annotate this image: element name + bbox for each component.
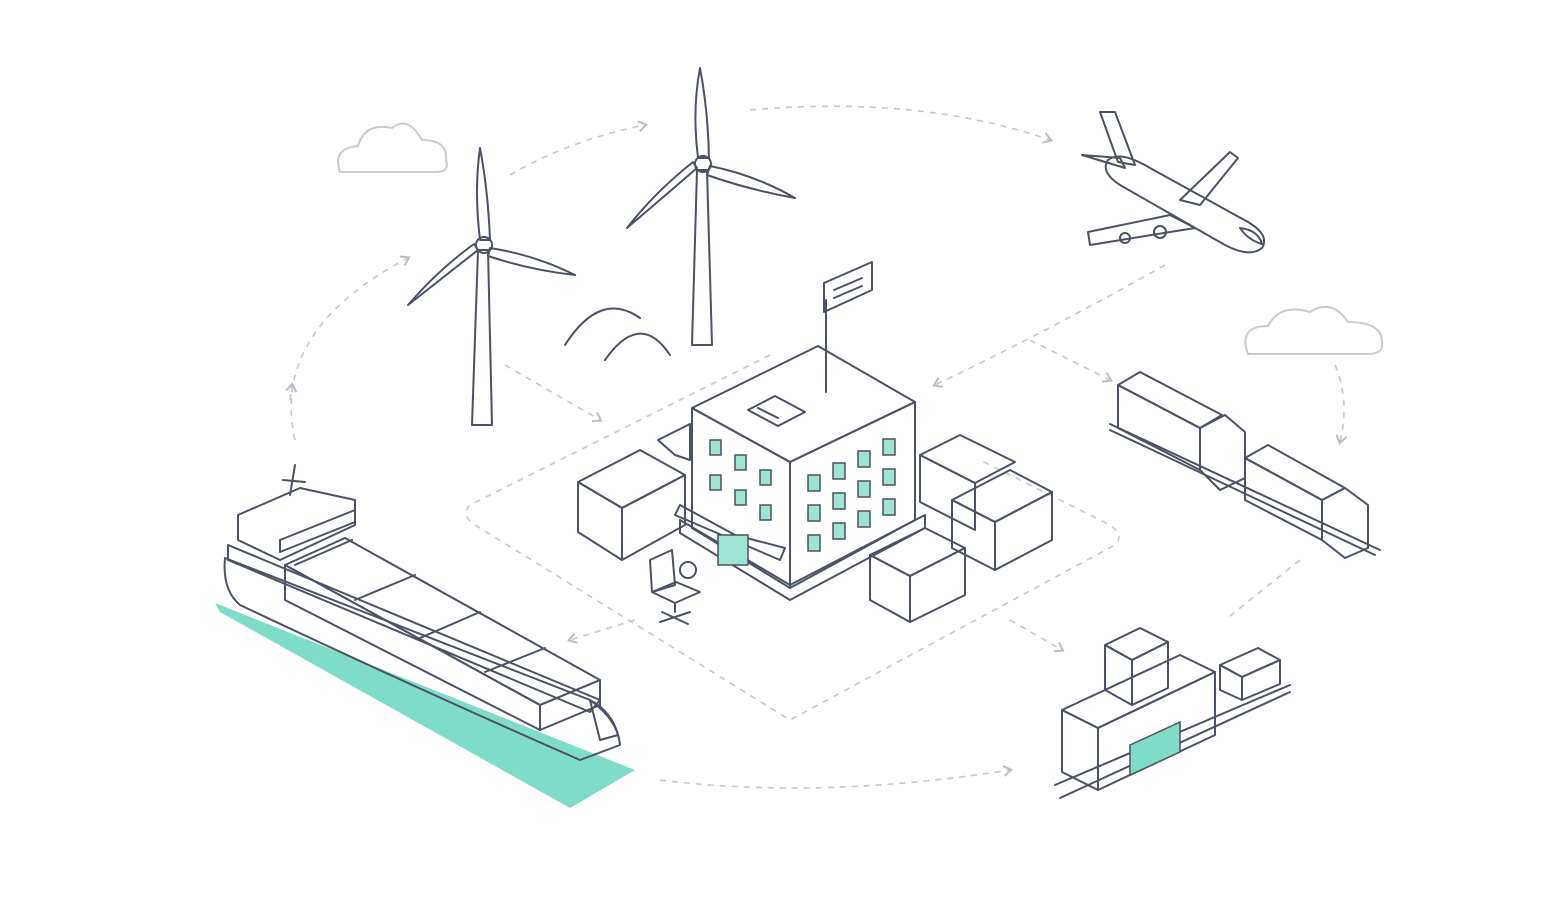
ship-bridge	[237, 464, 356, 561]
container-trucks	[1109, 371, 1381, 559]
cloud-left	[337, 122, 448, 173]
cloud-right	[1244, 305, 1384, 355]
wind-turbine-left	[407, 147, 576, 426]
building-windows	[709, 438, 896, 566]
hills	[564, 307, 671, 361]
shipping-containers-left	[577, 423, 691, 561]
office-building	[674, 261, 926, 601]
wind-turbine-right	[626, 67, 796, 346]
flag-sign	[823, 261, 873, 393]
shipping-containers-right	[869, 434, 1053, 623]
airplane	[1081, 111, 1266, 254]
cargo-ship	[215, 464, 635, 808]
container-stack-railcar	[1054, 627, 1291, 799]
dashed-flow-arrows	[285, 105, 1348, 789]
office-chair	[649, 549, 701, 625]
water	[215, 603, 635, 808]
ship-containers	[284, 537, 601, 731]
